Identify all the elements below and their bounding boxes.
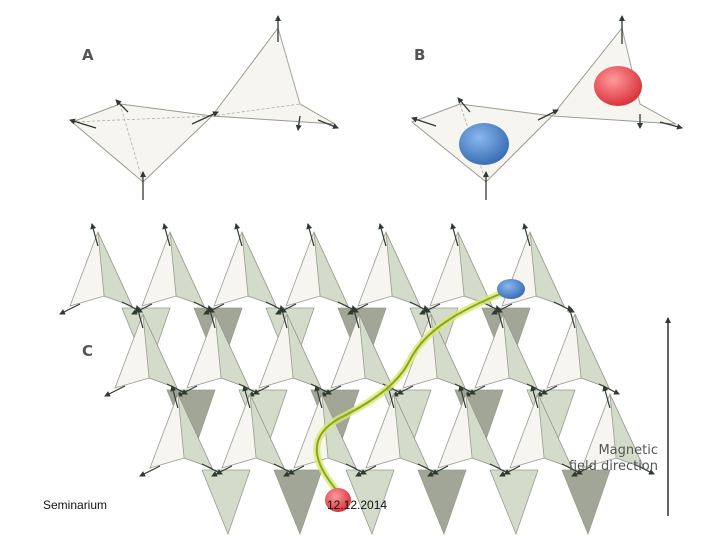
tetrahedron-up-shade [537,393,573,469]
field-label-line1: Magnetic [598,443,658,458]
tetrahedron-up-shade [142,313,178,389]
spin-arrow [450,223,459,247]
dirac-string [313,288,509,496]
tetrahedron-up-shade [169,231,205,307]
spin-arrows-b [411,15,683,200]
spin-arrow [320,385,342,397]
tetrahedron-up-shade [430,313,466,389]
spin-arrow [135,305,144,329]
pyrochlore-lattice [59,223,655,536]
tetrahedron-up-shade [465,393,501,469]
tetrahedron-up-shade [574,313,610,389]
spin-arrow [553,301,575,313]
spin-arrow [248,385,270,397]
tetrahedron-up-shade [393,393,429,469]
spin-arrow [279,305,288,329]
tetrahedron-down [489,469,539,536]
tetrahedron-up-shade [97,231,133,307]
tetrahedron-up-shade [358,313,394,389]
tetrahedron-up-shade [529,231,565,307]
spin-arrow [306,223,315,247]
tetrahedron-left [71,103,214,183]
spin-arrow [419,303,441,315]
spin-arrow [495,305,504,329]
tetrahedron-down [345,469,395,536]
footer-seminar: Seminarium [43,498,108,512]
spin-arrow [633,463,655,475]
monopole-red-c [325,488,351,512]
spin-arrows-a [69,15,339,200]
spin-arrow [176,385,198,397]
tetrahedron-up-shade [286,313,322,389]
spin-arrow [423,305,432,329]
spin-arrow [347,303,369,315]
spin-arrow [131,303,153,315]
panel-a-tetrahedra [69,15,339,200]
spin-arrow [203,303,225,315]
tetrahedron-down [273,469,323,536]
spin-arrow [207,305,216,329]
spin-arrow [162,223,171,247]
tetrahedron-down [417,469,467,536]
footer-date: 12.12.2014 [327,498,388,512]
spin-arrow [458,385,467,409]
spin-arrow [530,385,539,409]
spin-arrow [567,305,576,329]
spin-arrow [522,223,531,247]
spin-arrow [242,385,251,409]
panel-label-b: B [414,46,426,64]
spin-arrow [464,385,486,397]
panel-b-tetrahedra [411,15,683,200]
tetrahedron-up-shade [177,393,213,469]
spin-arrow [59,303,81,315]
tetrahedron-right [211,26,336,125]
spin-arrow [211,465,233,477]
field-label-line2: field direction [568,459,658,474]
spin-arrow [283,465,305,477]
panel-label-a: A [82,46,94,64]
spin-arrow [499,465,521,477]
spin-arrow [90,223,99,247]
tetrahedron-down [201,469,251,536]
monopole-blue [459,123,509,165]
spin-arrow [602,385,611,409]
spin-arrow [139,465,161,477]
tetrahedron-up-shade [249,393,285,469]
spin-arrow [170,385,179,409]
spin-arrow [355,465,377,477]
tetrahedron-up-shade [313,231,349,307]
spin-arrow [104,385,126,397]
spin-arrow [536,385,558,397]
spin-arrow [314,385,323,409]
tetrahedron-up-shade [609,393,645,469]
tetrahedron-up-shade [385,231,421,307]
spin-arrow [351,305,360,329]
tetrahedron-up-shade [241,231,277,307]
spin-arrow [571,465,593,477]
spin-arrow [491,303,513,315]
spin-arrow [275,303,297,315]
tetrahedron-up-shade [214,313,250,389]
monopole-red [594,66,642,106]
spin-arrow [378,223,387,247]
tetrahedron-down [561,469,611,536]
spin-arrow [427,465,449,477]
monopole-blue-c [497,279,525,299]
spin-arrow [392,385,414,397]
spin-arrow [598,383,620,395]
tetrahedron-up-shade [502,313,538,389]
spin-arrow [234,223,243,247]
panel-label-c: C [82,342,94,360]
